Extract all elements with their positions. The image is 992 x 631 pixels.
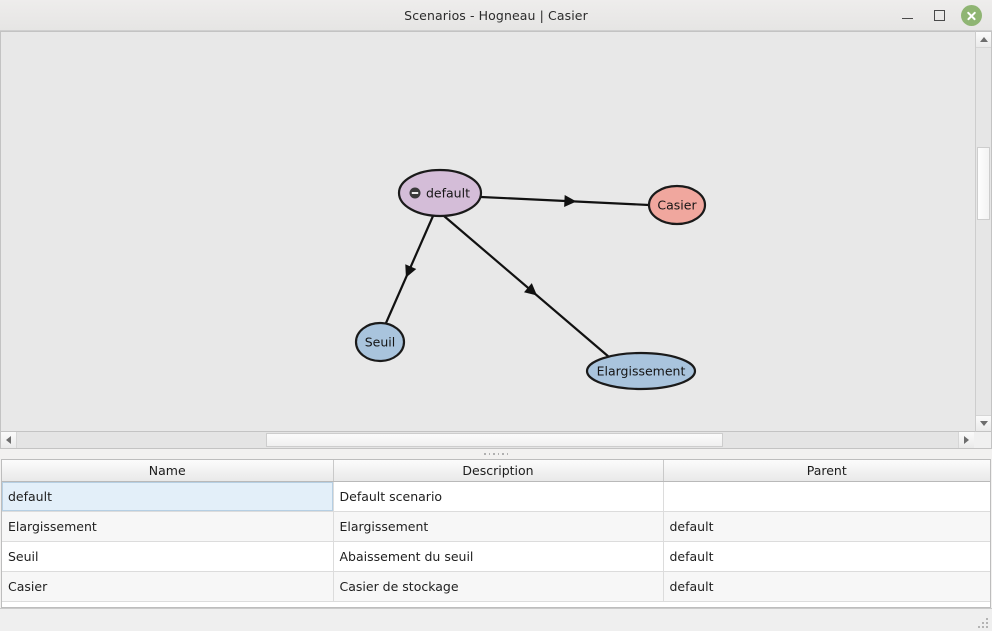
- status-bar: [0, 608, 992, 631]
- scroll-right-arrow-icon: [964, 436, 969, 444]
- table-cell-description[interactable]: Default scenario: [333, 481, 664, 512]
- table-cell-parent[interactable]: default: [663, 541, 990, 572]
- column-header-parent[interactable]: Parent: [663, 460, 990, 482]
- table-cell-description[interactable]: Elargissement: [333, 511, 664, 542]
- node-shape: [647, 184, 707, 226]
- table-cell-name[interactable]: Casier: [2, 571, 334, 602]
- scroll-left-arrow-icon: [6, 436, 11, 444]
- window-controls: [892, 0, 986, 31]
- scroll-right-button[interactable]: [958, 432, 974, 448]
- horizontal-scroll-track[interactable]: [17, 432, 958, 448]
- minimize-icon: [901, 17, 913, 19]
- scroll-down-arrow-icon: [979, 421, 988, 426]
- scrollbar-corner: [974, 432, 991, 448]
- table-empty-space: [2, 601, 990, 607]
- node-shape: [397, 168, 483, 218]
- node-shape: [354, 321, 406, 363]
- graph-node-casier[interactable]: Casier: [647, 184, 707, 226]
- table-cell-name[interactable]: Elargissement: [2, 511, 334, 542]
- resize-grip-icon[interactable]: [976, 616, 989, 629]
- scroll-left-button[interactable]: [1, 432, 17, 448]
- table-cell-description[interactable]: Casier de stockage: [333, 571, 664, 602]
- column-header-description[interactable]: Description: [333, 460, 664, 482]
- graph-node-seuil[interactable]: Seuil: [354, 321, 406, 363]
- node-label: Seuil: [365, 335, 396, 350]
- minimize-button[interactable]: [892, 3, 922, 29]
- graph-edge-arrowhead: [405, 264, 417, 278]
- node-shape: [585, 351, 697, 391]
- horizontal-scroll-thumb[interactable]: [266, 433, 723, 447]
- vertical-scrollbar[interactable]: [975, 31, 992, 432]
- table-header-row: Name Description Parent: [2, 460, 990, 482]
- graph-edges: [384, 194, 650, 358]
- horizontal-scrollbar[interactable]: [0, 432, 992, 449]
- window-title: Scenarios - Hogneau | Casier: [404, 7, 588, 23]
- splitter-handle[interactable]: [0, 449, 992, 459]
- table-cell-parent[interactable]: [663, 481, 990, 512]
- maximize-button[interactable]: [924, 3, 954, 29]
- table-cell-name[interactable]: Seuil: [2, 541, 334, 572]
- vertical-scroll-track[interactable]: [976, 48, 991, 415]
- scroll-down-button[interactable]: [976, 415, 991, 431]
- splitter-grip-icon: [484, 453, 508, 455]
- minus-bar: [411, 192, 419, 194]
- graph-node-default[interactable]: default: [397, 168, 483, 218]
- close-button[interactable]: [956, 3, 986, 29]
- scroll-up-arrow-icon: [979, 37, 988, 42]
- table-cell-parent[interactable]: default: [663, 571, 990, 602]
- scroll-up-button[interactable]: [976, 32, 991, 48]
- node-label: Casier: [657, 198, 697, 213]
- table-cell-name[interactable]: default: [2, 481, 334, 512]
- vertical-scroll-thumb[interactable]: [977, 147, 990, 221]
- minus-circle-icon[interactable]: [409, 187, 421, 199]
- title-bar: Scenarios - Hogneau | Casier: [0, 0, 992, 31]
- graph-node-elargissement[interactable]: Elargissement: [585, 351, 697, 391]
- column-header-name[interactable]: Name: [2, 460, 334, 482]
- close-icon: [960, 5, 982, 26]
- node-label: Elargissement: [597, 364, 686, 379]
- graph-edge-arrowhead: [564, 194, 577, 207]
- graph-edge[interactable]: [443, 215, 610, 358]
- table-cell-parent[interactable]: default: [663, 511, 990, 542]
- maximize-icon: [933, 10, 945, 21]
- graph-edge-arrowhead: [524, 283, 538, 296]
- node-label: default: [426, 186, 470, 201]
- table-cell-description[interactable]: Abaissement du seuil: [333, 541, 664, 572]
